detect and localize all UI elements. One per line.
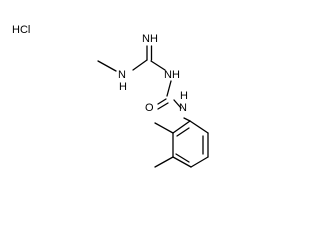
- amide-h-label: H: [180, 90, 188, 102]
- imine-nh-label: NH: [142, 33, 158, 45]
- bond-carbonyl-amide-n: [173, 99, 182, 109]
- methyl-substituents: [154, 122, 174, 168]
- bond-methyl-n: [97, 60, 117, 72]
- ring-bond-3: [190, 156, 209, 168]
- carbonyl-o-label: O: [145, 102, 154, 114]
- methylamine-n-label: N: [118, 69, 126, 81]
- methylamine-h-label: H: [119, 81, 127, 93]
- ring-inner-2: [175, 153, 190, 163]
- bond-c-nh: [150, 60, 166, 71]
- bond-ring-methyl-lower: [154, 156, 174, 168]
- ring-bond-1: [189, 120, 209, 134]
- ring-inner-3: [176, 127, 190, 137]
- chemical-structure-diagram: HCl NH: [12, 24, 209, 168]
- bond-c-o-double-a: [157, 98, 167, 105]
- bond-ring-methyl-upper: [154, 122, 174, 134]
- urea-group: [157, 98, 191, 122]
- amide-n-label: N: [179, 102, 187, 114]
- guanidine-group: [97, 45, 172, 97]
- ring-bond-4: [172, 156, 192, 168]
- atom-labels: NH N H NH O N H: [118, 33, 188, 114]
- bond-n-c: [132, 59, 148, 71]
- bond-nh-carbonyl: [166, 80, 172, 97]
- salt-label: HCl: [12, 24, 30, 36]
- bond-amide-n-ring: [183, 117, 191, 122]
- ring-bond-6: [172, 120, 191, 134]
- bond-c-o-double-b: [157, 102, 169, 110]
- benzene-ring: [172, 120, 209, 168]
- guanidine-nh-label: NH: [164, 69, 180, 81]
